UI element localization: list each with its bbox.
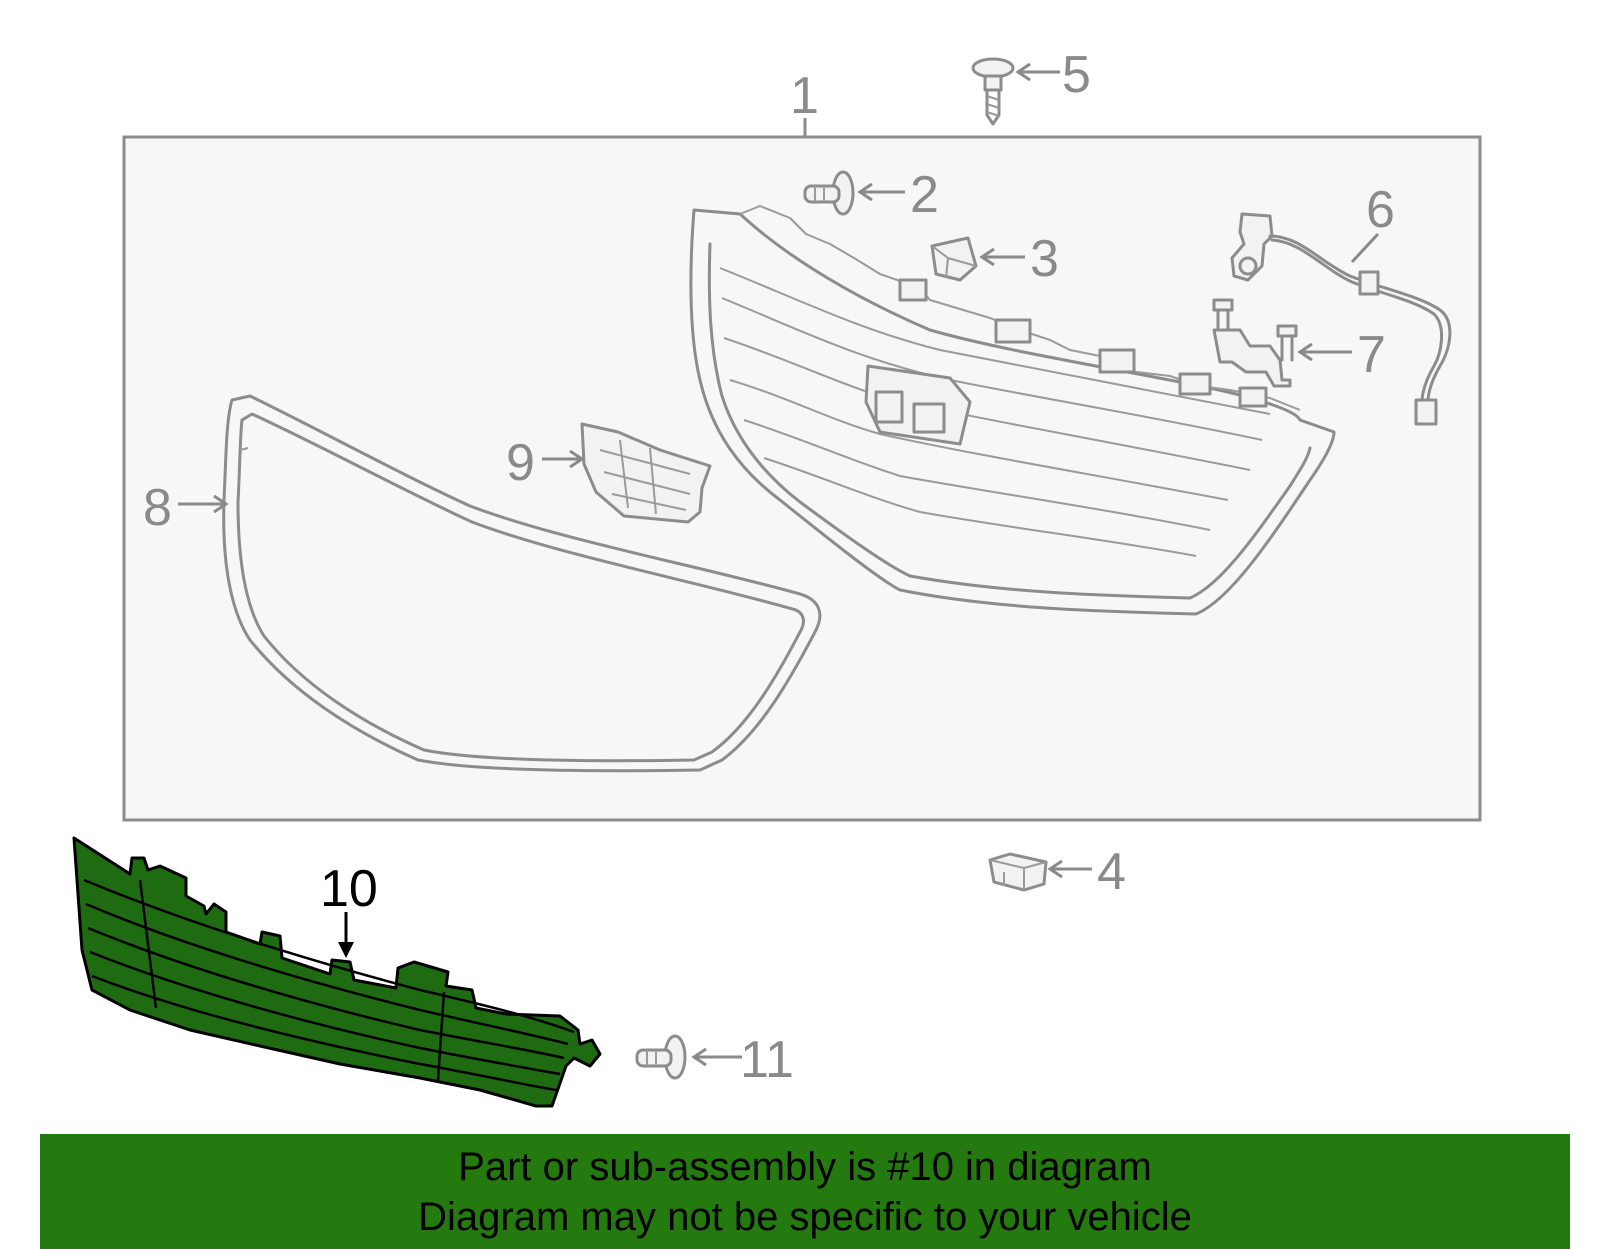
leader-8 [178,494,229,514]
part-7-bracket[interactable] [1212,298,1298,388]
part-9-emblem-bracket[interactable] [580,422,712,524]
banner-line-1: Part or sub-assembly is #10 in diagram [458,1144,1152,1189]
part-8-molding[interactable] [222,394,822,773]
callout-3[interactable]: 3 [1030,230,1059,288]
leader-9 [542,449,585,469]
callout-5[interactable]: 5 [1062,46,1091,104]
callout-2[interactable]: 2 [910,166,939,224]
callout-1[interactable]: 1 [790,67,819,125]
part-10-lower-grille[interactable] [72,836,602,1108]
leader-11 [691,1047,742,1067]
upper-grille[interactable] [689,205,1336,616]
callout-11[interactable]: 11 [740,1031,794,1089]
part-4-clip[interactable] [988,852,1048,892]
callout-9[interactable]: 9 [506,434,535,492]
leader-6 [1350,232,1380,264]
callout-10[interactable]: 10 [320,860,378,918]
callout-6[interactable]: 6 [1366,181,1395,239]
banner-line-2: Diagram may not be specific to your vehi… [418,1194,1192,1239]
callout-8[interactable]: 8 [143,479,172,537]
leader-10-arrowhead [338,942,354,958]
part-5-bolt[interactable] [971,57,1015,126]
callout-4[interactable]: 4 [1097,843,1126,901]
part-6-camera-harness[interactable] [1230,212,1452,426]
leader-5 [1015,62,1060,82]
leader-4 [1047,859,1092,879]
info-banner: Part or sub-assembly is #10 in diagram D… [40,1134,1570,1249]
leader-7 [1297,342,1352,362]
leader-3 [979,247,1025,267]
part-2-fastener[interactable] [803,170,855,216]
part-11-fastener[interactable] [635,1034,687,1080]
callout-7[interactable]: 7 [1357,326,1386,384]
leader-2 [857,182,905,202]
part-3-clip[interactable] [930,236,978,282]
